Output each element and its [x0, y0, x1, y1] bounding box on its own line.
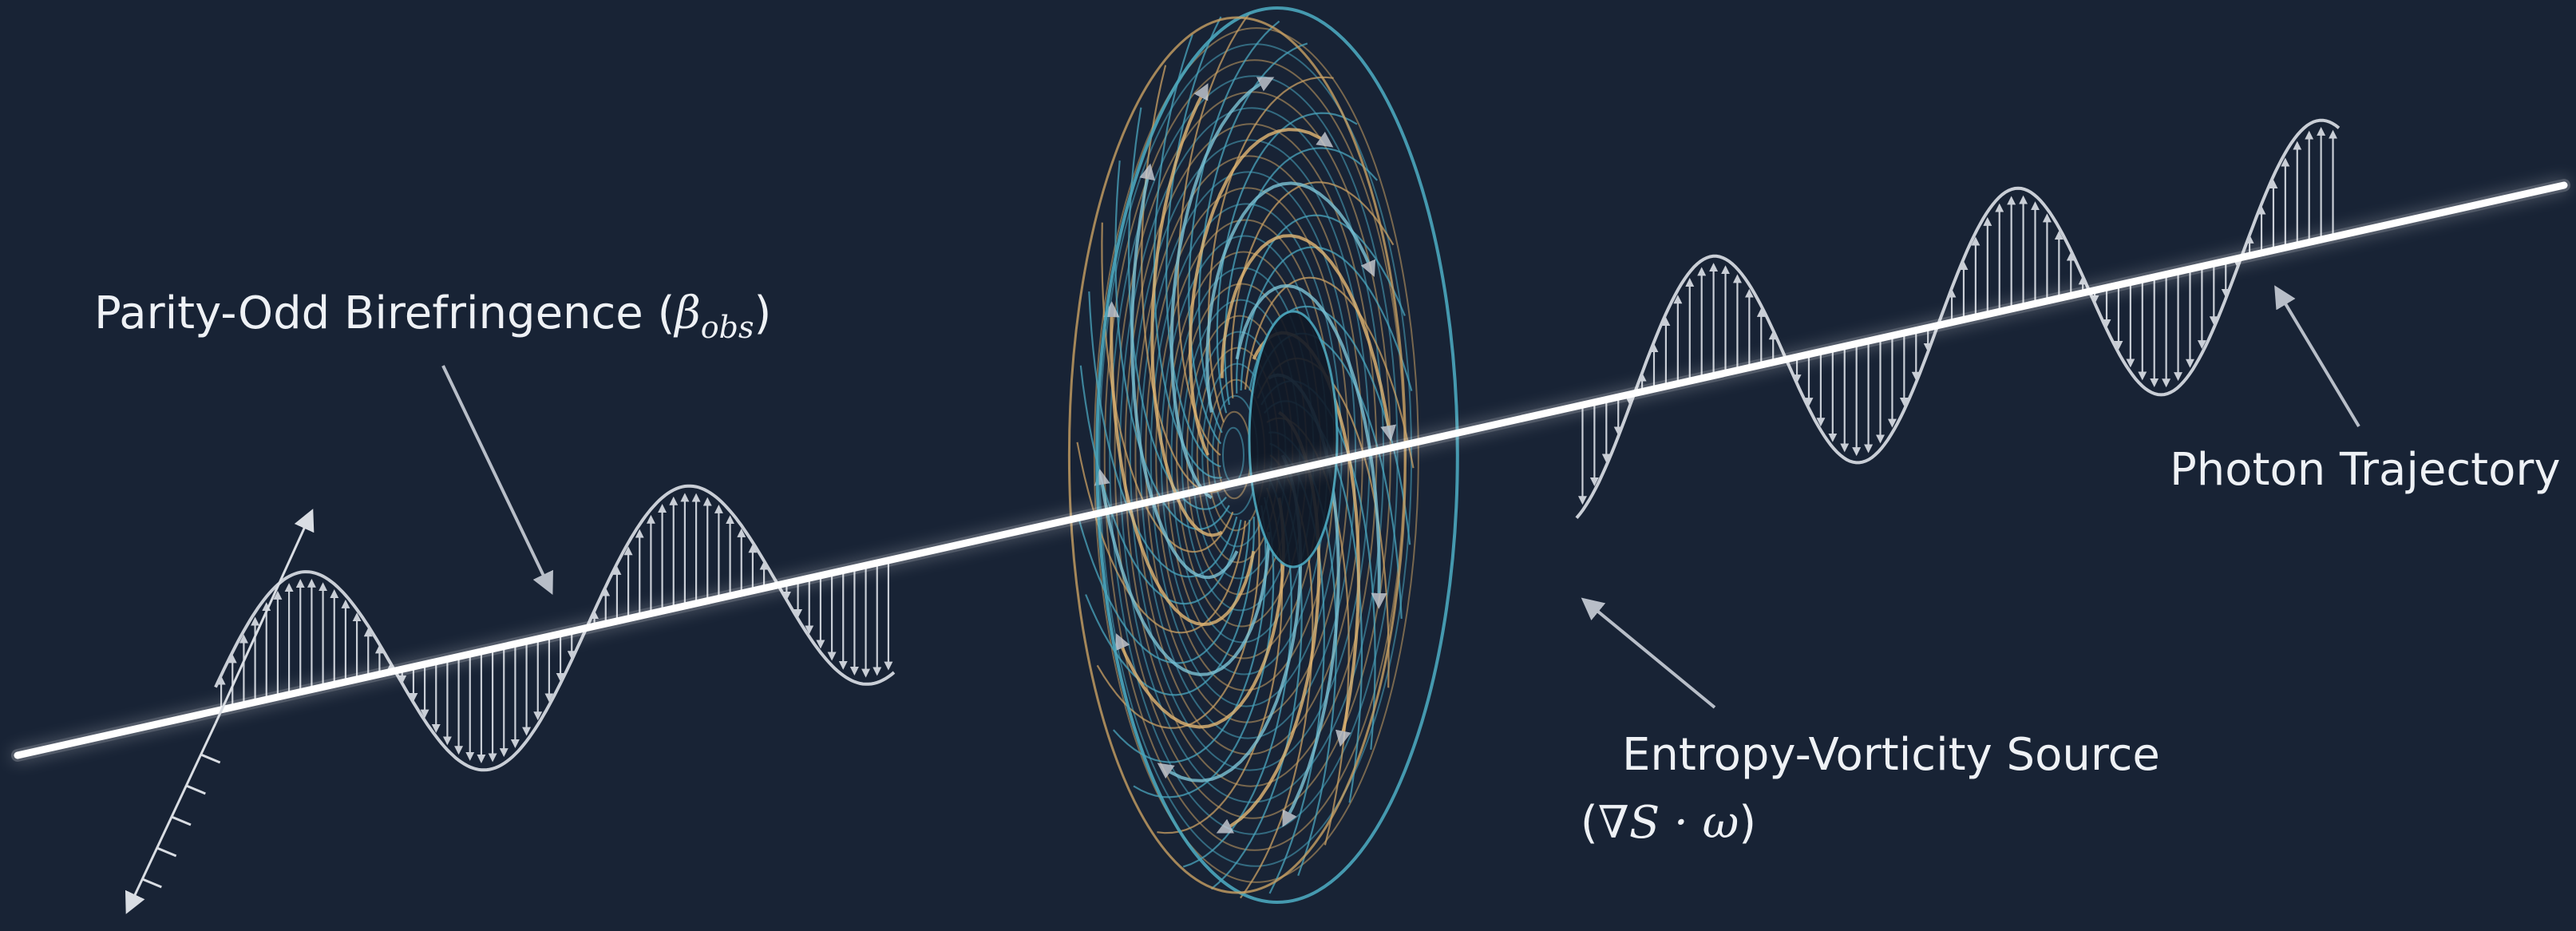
- vortex-flow-arrow: [1169, 77, 1275, 500]
- entropy-vorticity-label: Entropy-Vorticity Source: [1622, 729, 2160, 781]
- parity-birefringence-label: Parity-Odd Birefringence (βobs): [94, 287, 772, 346]
- entropy-pointer: [1581, 597, 1716, 709]
- parity-pointer: [441, 365, 553, 596]
- vortex-flow-arrow: [1205, 181, 1376, 413]
- polarization-axis-arrows: [125, 509, 315, 914]
- photon-beam: [11, 179, 2570, 762]
- axis-tick: [185, 784, 206, 795]
- torus-spiral: [1127, 107, 1227, 510]
- torus-spiral: [1235, 214, 1406, 394]
- photon-trajectory-label: Photon Trajectory: [2170, 444, 2561, 496]
- torus-spiral: [1101, 222, 1234, 553]
- vortex-flow-arrow: [1130, 163, 1239, 580]
- torus-ring: [1093, 27, 1419, 883]
- vortex-flow-arrow: [1189, 128, 1334, 456]
- torus-spiral: [1088, 291, 1238, 578]
- torus-spiral: [1230, 181, 1395, 398]
- torus-spiral: [1153, 34, 1222, 479]
- axis-arrow-up: [214, 509, 315, 724]
- torus-spiral: [1165, 16, 1222, 468]
- torus-spiral: [1244, 276, 1415, 469]
- entropy-vorticity-expression-wrap: (∇S · ω): [1580, 797, 1757, 849]
- beta-subscript: obs: [700, 310, 754, 346]
- torus-ring: [1222, 426, 1244, 484]
- axis-tick: [171, 815, 192, 826]
- torus-spiral: [1096, 512, 1260, 729]
- wave-curve: [1575, 118, 2341, 519]
- beta-symbol: β: [675, 287, 701, 339]
- torus-spiral: [1076, 442, 1247, 634]
- vortex-flow-arrow: [1103, 301, 1256, 627]
- torus-spiral: [1114, 160, 1230, 530]
- torus-ring: [1114, 91, 1391, 819]
- polarization-wave-right: [1575, 118, 2341, 519]
- vortex-flow-arrow: [1094, 469, 1271, 676]
- vortex-flow-arrow: [1220, 234, 1397, 442]
- photon-pointer: [2274, 285, 2360, 428]
- axis-tick: [156, 846, 177, 858]
- vortex-flow-arrow: [1150, 83, 1223, 537]
- torus-spiral: [1085, 517, 1256, 696]
- torus-vortex: [1067, 6, 1459, 904]
- axis-tick: [200, 753, 221, 764]
- parity-label-text: Parity-Odd Birefringence: [94, 287, 643, 339]
- torus-spiral: [1216, 112, 1358, 414]
- entropy-vorticity-expression: ∇S · ω: [1597, 797, 1739, 849]
- torus-spiral: [1188, 20, 1280, 445]
- torus-spiral: [1207, 76, 1334, 423]
- axis-tick: [141, 878, 162, 889]
- torus-spiral: [1133, 497, 1275, 798]
- torus-hole: [1248, 310, 1339, 569]
- wave-curve: [214, 484, 896, 772]
- torus-spiral: [1078, 519, 1251, 664]
- torus-spiral: [1240, 246, 1413, 391]
- polarization-wave-left: [214, 484, 896, 772]
- torus-rim: [1095, 6, 1459, 904]
- torus-rim: [1067, 16, 1407, 894]
- vortex-flow-arrow: [1235, 283, 1387, 609]
